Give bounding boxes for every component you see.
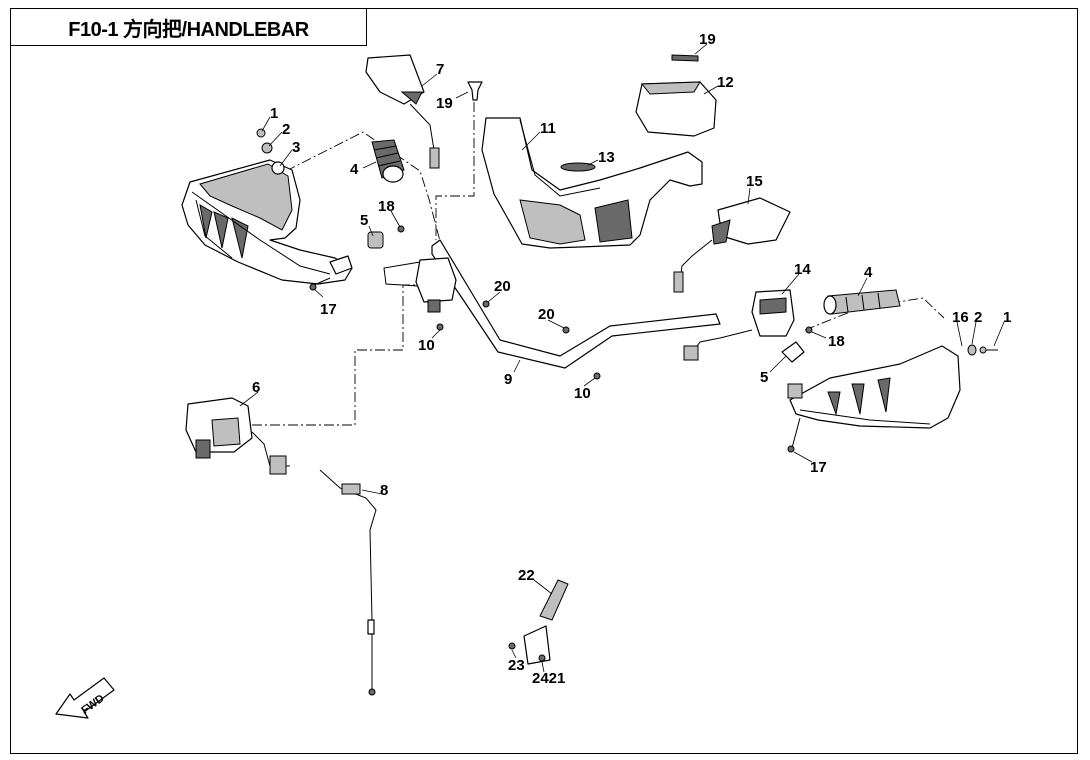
callout-8: 8 — [380, 482, 388, 499]
page-title: F10-1 方向把/HANDLEBAR — [68, 18, 309, 41]
callout-20-left: 20 — [494, 278, 511, 295]
steering-lock-22 — [508, 579, 569, 665]
callout-23: 23 — [508, 657, 525, 674]
callout-10-right: 10 — [574, 385, 591, 402]
right-hardware-2-1 — [967, 344, 998, 356]
left-hand-guard — [181, 159, 353, 285]
right-mirror — [673, 197, 791, 293]
handlebar-cover-11 — [481, 117, 703, 249]
title-box: F10-1 方向把/HANDLEBAR — [10, 8, 367, 46]
right-switch-housing — [683, 289, 795, 361]
callout-15: 15 — [746, 173, 763, 190]
callout-1-left: 1 — [270, 105, 278, 122]
callout-14: 14 — [794, 261, 811, 278]
brake-assembly-6 — [185, 397, 290, 475]
leader-lines — [239, 43, 1005, 673]
callout-1-right: 1 — [1003, 309, 1011, 326]
screw-20-left — [482, 300, 490, 308]
trim-strip-19 — [671, 54, 699, 62]
callout-4-left: 4 — [350, 161, 359, 178]
left-bolt-1 — [256, 128, 266, 138]
screw-10-right — [593, 372, 601, 380]
callout-19-mid: 19 — [436, 95, 453, 112]
left-mirror — [365, 54, 440, 169]
left-master-cylinder — [383, 257, 457, 313]
callout-18-right: 18 — [828, 333, 845, 350]
callout-20-right: 20 — [538, 306, 555, 323]
right-grip — [823, 289, 901, 315]
throttle-cable-8 — [319, 469, 377, 696]
callout-24-21: 2421 — [532, 670, 565, 687]
handlebar-tube — [431, 239, 721, 369]
right-guard-bolt-17 — [787, 417, 801, 453]
callout-9: 9 — [504, 371, 512, 388]
left-guard-bolt-17 — [309, 277, 331, 291]
callout-labels: 1 2 3 4 5 18 17 7 19 19 12 11 13 15 14 4… — [252, 31, 1011, 687]
callout-4-right: 4 — [864, 264, 873, 281]
callout-22: 22 — [518, 567, 535, 584]
callout-2-right: 2 — [974, 309, 982, 326]
upper-cover-12 — [635, 81, 717, 137]
callout-18-left: 18 — [378, 198, 395, 215]
fwd-arrow: FWD — [55, 677, 115, 719]
callout-10-left: 10 — [418, 337, 435, 354]
callout-5-left: 5 — [360, 212, 368, 229]
callout-3: 3 — [292, 139, 300, 156]
callout-17-right: 17 — [810, 459, 827, 476]
trim-clip-19 — [467, 81, 483, 101]
left-guard-clamp — [329, 225, 405, 275]
callout-17-left: 17 — [320, 301, 337, 318]
callout-11: 11 — [540, 120, 556, 137]
right-hand-guard — [789, 345, 961, 429]
callout-2-left: 2 — [282, 121, 290, 138]
callout-5-right: 5 — [760, 369, 768, 386]
callout-12: 12 — [717, 74, 734, 91]
screw-20-right — [562, 326, 570, 334]
callout-19-top: 19 — [699, 31, 716, 48]
left-grip — [371, 139, 405, 183]
callout-13: 13 — [598, 149, 615, 166]
right-guard-clamp — [781, 326, 813, 399]
callout-7: 7 — [436, 61, 444, 78]
emblem-13 — [560, 162, 596, 172]
callout-16: 16 — [952, 309, 969, 326]
callout-6: 6 — [252, 379, 260, 396]
screw-10-left — [436, 323, 444, 331]
diagram-frame — [10, 8, 1078, 754]
